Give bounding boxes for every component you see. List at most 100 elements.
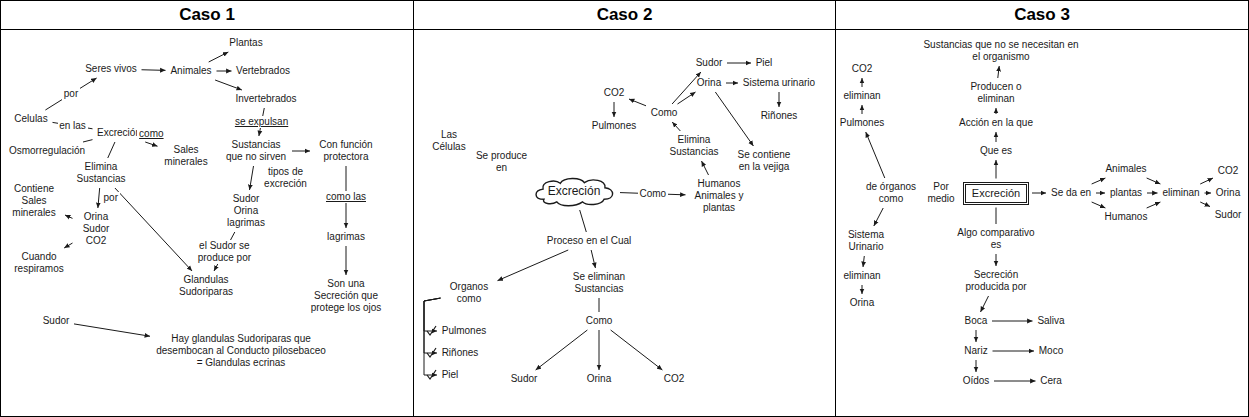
concept-node: Humanos <box>1103 211 1149 223</box>
connector-arrow <box>209 52 229 62</box>
connector-arrow <box>65 215 73 218</box>
connector-arrow <box>591 250 595 268</box>
concept-label: eliminan <box>843 90 882 102</box>
connector-arrow <box>64 243 72 248</box>
connector-arrow <box>292 151 310 152</box>
concept-label: eliminan <box>1162 187 1201 199</box>
concept-node: Proceso en el Cual <box>545 235 633 247</box>
concept-node: eliminan <box>1161 187 1202 199</box>
concept-node: Hay glandulas Sudoriparas que desembocan… <box>153 333 329 369</box>
concept-label: Con función protectora <box>314 139 378 163</box>
concept-node: Invertebrados <box>234 93 299 105</box>
concept-label: Secreción producida por <box>952 269 1041 293</box>
connector-arrow <box>1200 178 1213 184</box>
concept-node: Contiene Sales minerales <box>6 183 62 219</box>
connector-arrow <box>998 66 999 78</box>
concept-label: plantas <box>1109 187 1143 199</box>
concept-node: Piel <box>754 57 774 69</box>
connector-arrow <box>996 108 997 114</box>
concept-node: Se eliminan Sustancias <box>569 271 630 295</box>
connector-arrow <box>726 83 738 84</box>
concept-label: Son una Secreción que protege los ojos <box>309 278 383 314</box>
edge-label: se expulsan <box>233 116 290 128</box>
concept-node: Animales <box>169 65 214 77</box>
connector-arrow <box>862 285 863 294</box>
concept-label: Osmorregulación <box>8 145 86 157</box>
edge-label: Como <box>638 188 668 200</box>
concept-label: Elimina Sustancias <box>665 134 724 158</box>
concept-label: CO2 <box>663 373 685 385</box>
connector-arrow <box>727 63 751 64</box>
table-column: Caso 2ExcreciónLas CélulasHumanos Animal… <box>413 0 836 417</box>
concept-node: Cera <box>1039 375 1064 387</box>
concept-node: Producen o eliminan <box>966 81 1027 105</box>
concept-node: Sudor <box>41 315 71 327</box>
concept-label: Riñones <box>441 347 479 359</box>
concept-label: Sales minerales <box>162 144 211 168</box>
concept-label: de órganos como <box>864 181 918 205</box>
concept-label: Plantas <box>229 37 264 49</box>
connector-arrow <box>250 166 254 190</box>
concept-label: Sudor <box>510 373 538 385</box>
connector-arrow <box>108 142 115 158</box>
edge-label: por <box>102 192 120 204</box>
edge-label: por <box>62 88 80 100</box>
concept-label: CO2 <box>1217 165 1239 177</box>
concept-label: Orina <box>586 373 612 385</box>
concept-label: Elimina Sustancias <box>72 161 131 185</box>
concept-label: Excreción <box>547 184 601 198</box>
concept-label: lagrimas <box>327 231 366 243</box>
concept-label: Sistema Urinario <box>839 229 893 253</box>
connector-arrow <box>145 142 157 146</box>
concept-label: Celulas <box>14 113 49 125</box>
concept-box: Excreción <box>963 182 1029 205</box>
connector-arrow <box>629 99 646 106</box>
concept-label: Humanos Animales y plantas <box>690 178 749 214</box>
concept-node: Pulmones <box>838 117 886 129</box>
connector-arrow <box>976 330 977 342</box>
concept-node: Algo comparativo es <box>951 227 1042 251</box>
concept-label: Humanos <box>1104 211 1148 223</box>
concept-label: Vertebrados <box>236 65 291 77</box>
connector-arrow <box>1092 178 1106 184</box>
edge-label: Por medio <box>921 181 962 205</box>
connector-arrow <box>142 69 166 71</box>
connector-arrow <box>672 72 701 104</box>
connector-arrow <box>536 330 588 370</box>
concept-node: Organos como <box>444 281 495 305</box>
concept-label: Las Células <box>427 129 471 153</box>
concept-node: Sudor <box>1213 209 1243 221</box>
concept-label: Excreción <box>971 187 1021 200</box>
concept-node: Orina <box>1214 187 1242 199</box>
connector-arrow <box>996 132 997 142</box>
concept-label: Oídos <box>962 375 990 387</box>
concept-node: Humanos Animales y plantas <box>689 178 750 214</box>
concept-label: CO2 <box>603 87 625 99</box>
connector-arrow <box>98 188 100 208</box>
concept-node: CO2 <box>602 87 626 99</box>
connector-arrow <box>346 246 347 275</box>
concept-node: Sudor <box>694 57 724 69</box>
connector-arrow <box>996 160 997 179</box>
connector-arrow <box>779 92 780 107</box>
connector-arrow <box>1205 193 1212 194</box>
concept-node: Con función protectora <box>313 139 379 163</box>
concept-label: Orina <box>849 297 875 309</box>
concept-node: Sudor Orina lagrimas <box>223 193 269 229</box>
connector-arrow <box>74 324 150 336</box>
concept-label: Se eliminan Sustancias <box>570 271 629 295</box>
concept-node: Celulas <box>13 113 50 125</box>
connector-arrow <box>678 92 696 104</box>
concept-label: Excreción <box>97 127 142 139</box>
concept-node: Seres vivos <box>84 63 139 75</box>
connector-arrow <box>992 321 1033 322</box>
concept-label: Sustancias que no sirven <box>224 139 288 163</box>
concept-label: Algo comparativo es <box>952 227 1041 251</box>
concept-node: Plantas <box>228 37 265 49</box>
concept-label: Riñones <box>760 110 798 122</box>
concept-label: Orina Sudor CO2 <box>77 211 116 247</box>
connector-arrow <box>993 351 1035 352</box>
concept-label: Animales <box>1105 163 1148 175</box>
connector-arrow <box>874 208 883 226</box>
